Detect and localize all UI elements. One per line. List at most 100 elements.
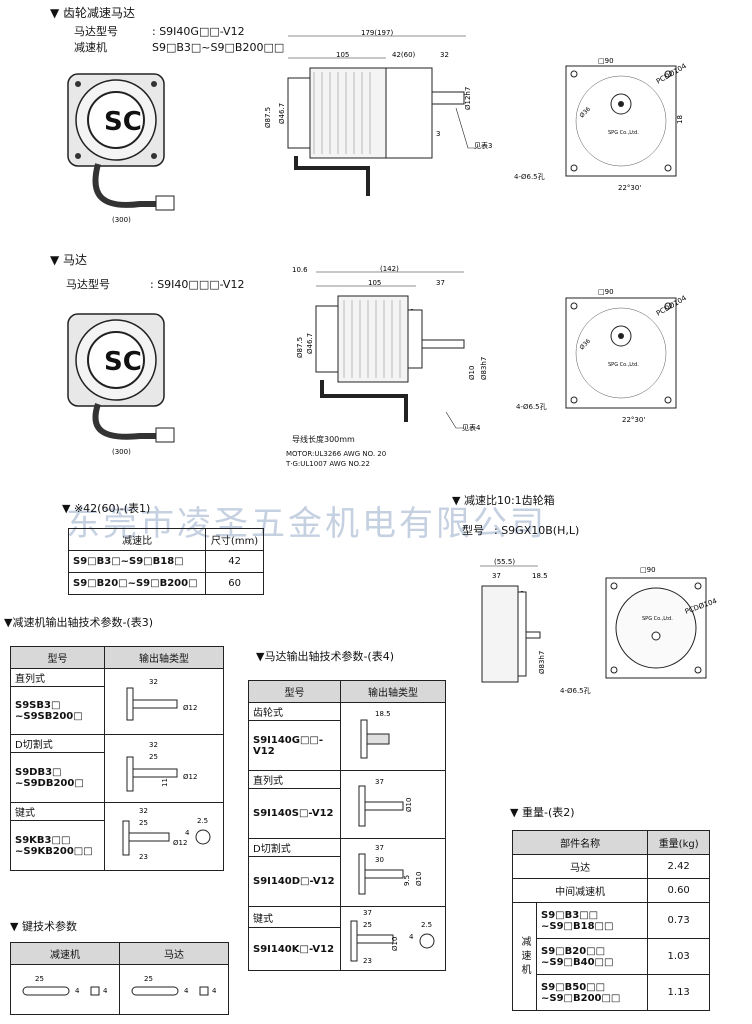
svg-text:37: 37 bbox=[492, 572, 501, 580]
table4-model-2: S9I140S□-V12 bbox=[248, 788, 341, 839]
weight-row-motor-name: 马达 bbox=[511, 854, 649, 879]
svg-text:4: 4 bbox=[75, 987, 80, 995]
svg-text:4: 4 bbox=[184, 987, 189, 995]
section2-heading: ▼ 马达 bbox=[50, 253, 88, 267]
svg-text:□90: □90 bbox=[640, 566, 656, 574]
gearbox-title: ▼ 减速比10:1齿轮箱 bbox=[452, 494, 555, 507]
weight-head-kg: 重量(kg) bbox=[647, 830, 710, 855]
keytech-reducer-cell: 25 4 4 bbox=[10, 964, 120, 1015]
svg-text:2.5: 2.5 bbox=[421, 921, 432, 929]
gear-shaft-drawing: 18.5 bbox=[360, 710, 391, 759]
sec2-tg-awg: T·G:UL1007 AWG NO.22 bbox=[286, 460, 370, 468]
gear-motor-side-drawing: 179(197) 105 42(60) 32 Ø87.5 Ø46.7 Ø12h7… bbox=[264, 29, 492, 196]
table4-head-model: 型号 bbox=[248, 680, 341, 703]
svg-text:32: 32 bbox=[149, 741, 158, 749]
sec1-reducer-value: S9□B3□~S9□B200□□ bbox=[152, 41, 285, 54]
keytech-title: ▼ 键技术参数 bbox=[10, 920, 77, 933]
sec2-motor-value: : S9I40□□□-V12 bbox=[150, 278, 245, 291]
section1-heading: ▼ 齿轮减速马达 bbox=[50, 6, 136, 20]
svg-text:18.5: 18.5 bbox=[532, 572, 548, 580]
svg-text:SC: SC bbox=[104, 347, 142, 377]
table4-model-1: S9I140G□□-V12 bbox=[248, 720, 341, 771]
svg-text:□90: □90 bbox=[598, 288, 614, 296]
table3-type-1: 直列式 bbox=[10, 668, 105, 687]
svg-text:4: 4 bbox=[212, 987, 217, 995]
svg-text:4: 4 bbox=[185, 829, 190, 837]
table1-row1-size: 42 bbox=[205, 550, 264, 573]
motor-photo: SC (300) bbox=[67, 313, 175, 456]
sec1-motor-value: : S9I40G□□-V12 bbox=[152, 25, 245, 38]
table4-model-4: S9I140K□-V12 bbox=[248, 927, 341, 971]
svg-text:37: 37 bbox=[375, 778, 384, 786]
weight-head-part: 部件名称 bbox=[511, 830, 649, 855]
svg-text:SC: SC bbox=[104, 107, 142, 137]
svg-text:Ø12: Ø12 bbox=[173, 839, 187, 847]
table4-shaft-1: 18.5 bbox=[340, 702, 446, 771]
svg-text:见表4: 见表4 bbox=[462, 423, 481, 432]
sec1-holes-label: 4-Ø6.5孔 bbox=[514, 173, 545, 181]
svg-text:(300): (300) bbox=[112, 448, 131, 456]
motor-side-drawing: 10.6 (142) 105 37 7 2 Ø87.5 Ø46.7 Ø10 Ø8… bbox=[292, 265, 488, 432]
sec2-motor-awg: MOTOR:UL3266 AWG NO. 20 bbox=[286, 450, 387, 458]
svg-text:179(197): 179(197) bbox=[361, 29, 393, 37]
svg-text:18: 18 bbox=[676, 115, 684, 124]
svg-text:10.6: 10.6 bbox=[292, 266, 308, 274]
sec1-motor-label: 马达型号 bbox=[74, 25, 118, 38]
svg-text:Ø87.5: Ø87.5 bbox=[296, 337, 304, 358]
sec2-holes-label: 4-Ø6.5孔 bbox=[516, 403, 547, 411]
table3-head-shaft: 输出轴类型 bbox=[104, 646, 224, 669]
table3-model-1: S9SB3□~S9SB200□ bbox=[10, 686, 105, 735]
svg-text:Ø83h7: Ø83h7 bbox=[538, 651, 546, 674]
table1-row2-range: S9□B20□~S9□B200□ bbox=[67, 572, 207, 595]
svg-text:105: 105 bbox=[336, 51, 349, 59]
svg-text:Ø46.7: Ø46.7 bbox=[278, 103, 286, 124]
table4-title: ▼马达输出轴技术参数-(表4) bbox=[256, 650, 395, 663]
svg-text:(300): (300) bbox=[112, 216, 131, 224]
sec2-wire-label: 导线长度300mm bbox=[292, 435, 355, 444]
weight-row-mid-value: 0.60 bbox=[647, 878, 710, 903]
svg-text:42(60): 42(60) bbox=[392, 51, 416, 59]
svg-text:32: 32 bbox=[149, 678, 158, 686]
svg-text:37: 37 bbox=[363, 909, 372, 917]
svg-text:105: 105 bbox=[368, 279, 381, 287]
weight-sub3-model: S9□B50□□~S9□B200□□ bbox=[535, 974, 649, 1011]
sec1-reducer-label: 减速机 bbox=[74, 41, 107, 54]
gearbox-model-value: : S9GX10B(H,L) bbox=[494, 524, 580, 537]
svg-text:(55.5): (55.5) bbox=[494, 558, 515, 566]
svg-text:25: 25 bbox=[149, 753, 158, 761]
svg-text:4: 4 bbox=[103, 987, 108, 995]
svg-text:(142): (142) bbox=[380, 265, 399, 273]
table4-model-3: S9I140D□-V12 bbox=[248, 856, 341, 907]
table1-head-size: 尺寸(mm) bbox=[205, 528, 264, 551]
gearbox-front-drawing: □90 SPG Co.,Ltd. PCDØ104 bbox=[605, 566, 719, 679]
svg-text:25: 25 bbox=[35, 975, 44, 983]
svg-text:Ø12: Ø12 bbox=[183, 704, 197, 712]
svg-text:3: 3 bbox=[436, 130, 440, 138]
sec2-motor-label: 马达型号 bbox=[66, 278, 110, 291]
svg-text:23: 23 bbox=[139, 853, 148, 861]
table1-row2-size: 60 bbox=[205, 572, 264, 595]
motor-front-drawing: □90 SPG Co.,Ltd. Ø36 PCDØ104 22°30' bbox=[565, 288, 688, 424]
weight-row-mid-name: 中间减速机 bbox=[511, 878, 649, 903]
svg-text:25: 25 bbox=[363, 921, 372, 929]
weight-row-motor-value: 2.42 bbox=[647, 854, 710, 879]
gear-motor-photo: SC (300) bbox=[67, 73, 175, 224]
table4-head-shaft: 输出轴类型 bbox=[340, 680, 446, 703]
table3-model-3: S9KB3□□~S9KB200□□ bbox=[10, 820, 105, 871]
table1-row1-range: S9□B3□~S9□B18□ bbox=[67, 550, 207, 573]
gearbox-holes-label: 4-Ø6.5孔 bbox=[560, 687, 591, 695]
svg-text:SPG Co.,Ltd.: SPG Co.,Ltd. bbox=[608, 130, 639, 136]
svg-text:32: 32 bbox=[139, 807, 148, 815]
table1-head-ratio: 减速比 bbox=[67, 528, 207, 551]
svg-text:30: 30 bbox=[375, 856, 384, 864]
svg-text:25: 25 bbox=[139, 819, 148, 827]
weight-sub1-model: S9□B3□□~S9□B18□□ bbox=[535, 902, 649, 939]
